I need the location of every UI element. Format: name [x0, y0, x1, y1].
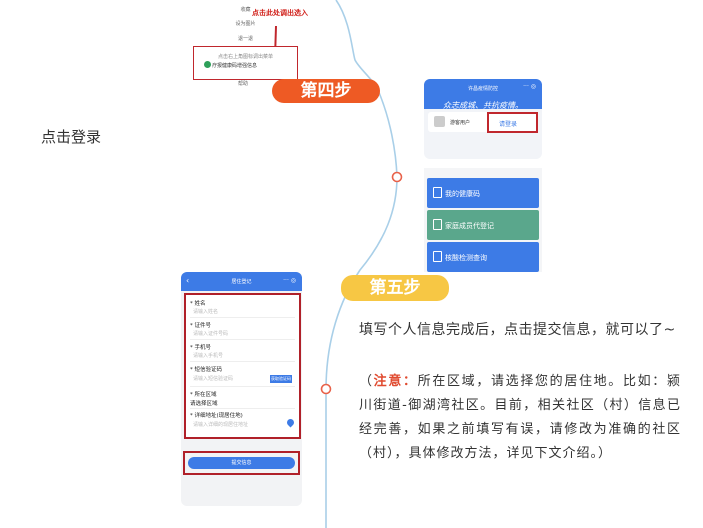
field-placeholder[interactable]: 请输入手机号: [193, 353, 224, 359]
step4-caption: 点击登录: [41, 128, 102, 146]
step5-description: 填写个人信息完成后，点击提交信息，就可以了~: [359, 322, 676, 338]
get-code-button[interactable]: 获取验证码: [270, 375, 292, 383]
note-open-paren: （: [359, 374, 374, 389]
service-nucleic-test[interactable]: 核酸检测查询: [427, 242, 539, 272]
more-icon: ··· ◎: [283, 277, 296, 284]
field-placeholder[interactable]: 请输入姓名: [193, 309, 219, 315]
step4-badge: 第四步: [272, 79, 380, 103]
service-label: 家庭成员代登记: [445, 222, 494, 230]
field-label: * 手机号: [190, 345, 211, 351]
user-card: 游客用户: [428, 112, 538, 132]
login-title: 许昌疫情防控: [467, 86, 498, 92]
avatar-icon: [434, 116, 445, 127]
field-placeholder[interactable]: 请输入短信验证码: [193, 376, 234, 382]
flask-icon: [433, 251, 442, 262]
field-label: * 详细地址(现居住地): [190, 413, 243, 419]
menu-highlight-hint: 点击右上角图标调出菜单: [217, 54, 273, 60]
step5-badge: 第五步: [341, 275, 449, 301]
check-icon: [204, 61, 211, 68]
login-button-highlight[interactable]: 请登录: [487, 112, 538, 133]
more-icon: ··· ◎: [523, 83, 536, 90]
flow-curve: [325, 0, 398, 528]
field-label: * 姓名: [190, 301, 206, 307]
divider: [190, 386, 295, 387]
login-header: [424, 79, 542, 109]
location-pin-icon[interactable]: [285, 417, 296, 428]
service-health-code[interactable]: 我的健康码: [427, 178, 539, 208]
menu-red-label: 点击此处调出选入: [252, 9, 308, 17]
form-header: [181, 272, 302, 291]
service-family-register[interactable]: 家庭成员代登记: [427, 210, 539, 240]
field-placeholder[interactable]: 请输入详细的现居住地址: [193, 422, 249, 428]
back-icon[interactable]: ‹: [186, 276, 190, 285]
divider: [190, 361, 295, 362]
submit-button[interactable]: 提交信息: [188, 457, 295, 469]
field-placeholder[interactable]: 请选择区域: [190, 401, 218, 407]
menu-highlight-box: 点击右上角图标调出菜单 疗报健康码增强信息: [193, 46, 298, 80]
login-screenshot: 许昌疫情防控 ··· ◎ 众志成城、共抗疫情。 游客用户: [424, 79, 542, 159]
service-list: 我的健康码 家庭成员代登记 核酸检测查询: [424, 168, 542, 272]
submit-highlight: 提交信息: [183, 451, 300, 475]
step5-note: （注意：所在区域，请选择您的居住地。比如：颍川街道-御湖湾社区。目前，相关社区（…: [359, 370, 681, 466]
user-name: 游客用户: [450, 120, 471, 126]
menu-item: 收藏: [240, 7, 251, 13]
flow-node-1: [391, 171, 403, 183]
divider: [190, 339, 295, 340]
login-link[interactable]: 请登录: [499, 121, 518, 128]
form-title: 居住登记: [231, 279, 252, 285]
service-label: 我的健康码: [445, 190, 480, 198]
menu-item: 退一退: [237, 36, 253, 42]
menu-highlight-item: 疗报健康码增强信息: [212, 63, 258, 69]
divider: [190, 408, 295, 409]
note-body: 所在区域，请选择您的居住地。比如：颍川街道-御湖湾社区。目前，相关社区（村）信息…: [359, 374, 681, 461]
menu-help: 帮助: [238, 81, 249, 87]
step3-menu-screenshot: 收藏 设为图片 退一退 点击右上角图标调出菜单 疗报健康码增强信息: [193, 0, 298, 90]
registration-form-highlight: * 姓名 请输入姓名 * 证件号 请输入证件号码 * 手机号 请输入手机号 * …: [184, 293, 301, 439]
field-label: * 短信验证码: [190, 367, 222, 373]
flow-node-2: [320, 383, 332, 395]
login-slogan: 众志成城、共抗疫情。: [443, 101, 523, 110]
service-label: 核酸检测查询: [445, 254, 487, 262]
field-placeholder[interactable]: 请输入证件号码: [193, 331, 229, 337]
field-label: * 所在区域: [190, 392, 217, 398]
divider: [190, 317, 295, 318]
menu-item: 设为图片: [235, 21, 256, 27]
note-emphasis: 注意：: [373, 374, 418, 389]
document-icon: [433, 187, 442, 198]
form-icon: [433, 219, 442, 230]
field-label: * 证件号: [190, 323, 211, 329]
